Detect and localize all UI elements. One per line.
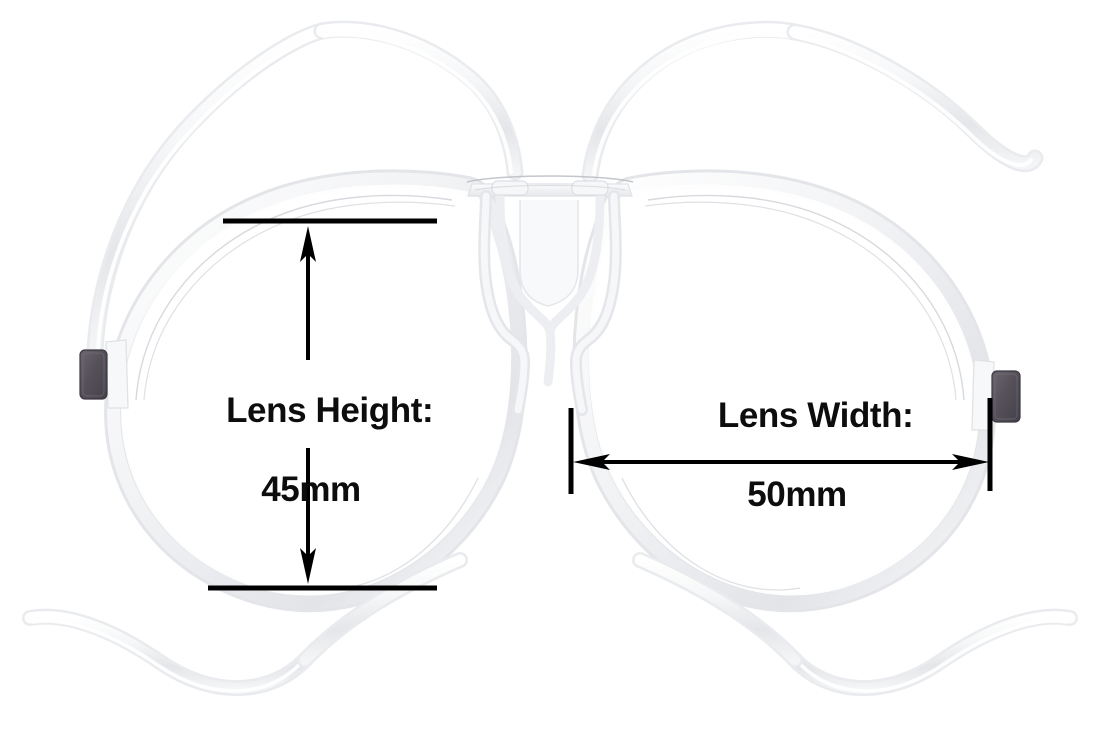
lens-height-title: Lens Height: [226, 391, 434, 431]
bridge-and-nose-pads [466, 175, 634, 416]
right-hinge [991, 370, 1021, 423]
lens-width-value: 50mm [747, 474, 847, 514]
left-lens-rim [104, 169, 528, 613]
lens-height-up-arrowhead [300, 226, 316, 262]
lens-height-label: Lens Height: 45mm [186, 352, 436, 587]
left-temple-arm [86, 20, 524, 359]
right-lens-rim [572, 169, 996, 613]
right-lower-temple-tip [632, 552, 1078, 696]
left-hinge [79, 349, 108, 400]
lens-width-right-arrowhead [952, 454, 989, 470]
left-lower-temple-tip [22, 552, 468, 696]
lens-width-left-arrowhead [573, 454, 610, 470]
lens-width-title: Lens Width: [717, 396, 914, 436]
lens-height-down-arrowhead [300, 548, 316, 584]
lens-width-label: Lens Width: 50mm [672, 357, 922, 592]
lens-height-value: 45mm [261, 469, 361, 509]
right-temple-arm [581, 20, 1044, 184]
